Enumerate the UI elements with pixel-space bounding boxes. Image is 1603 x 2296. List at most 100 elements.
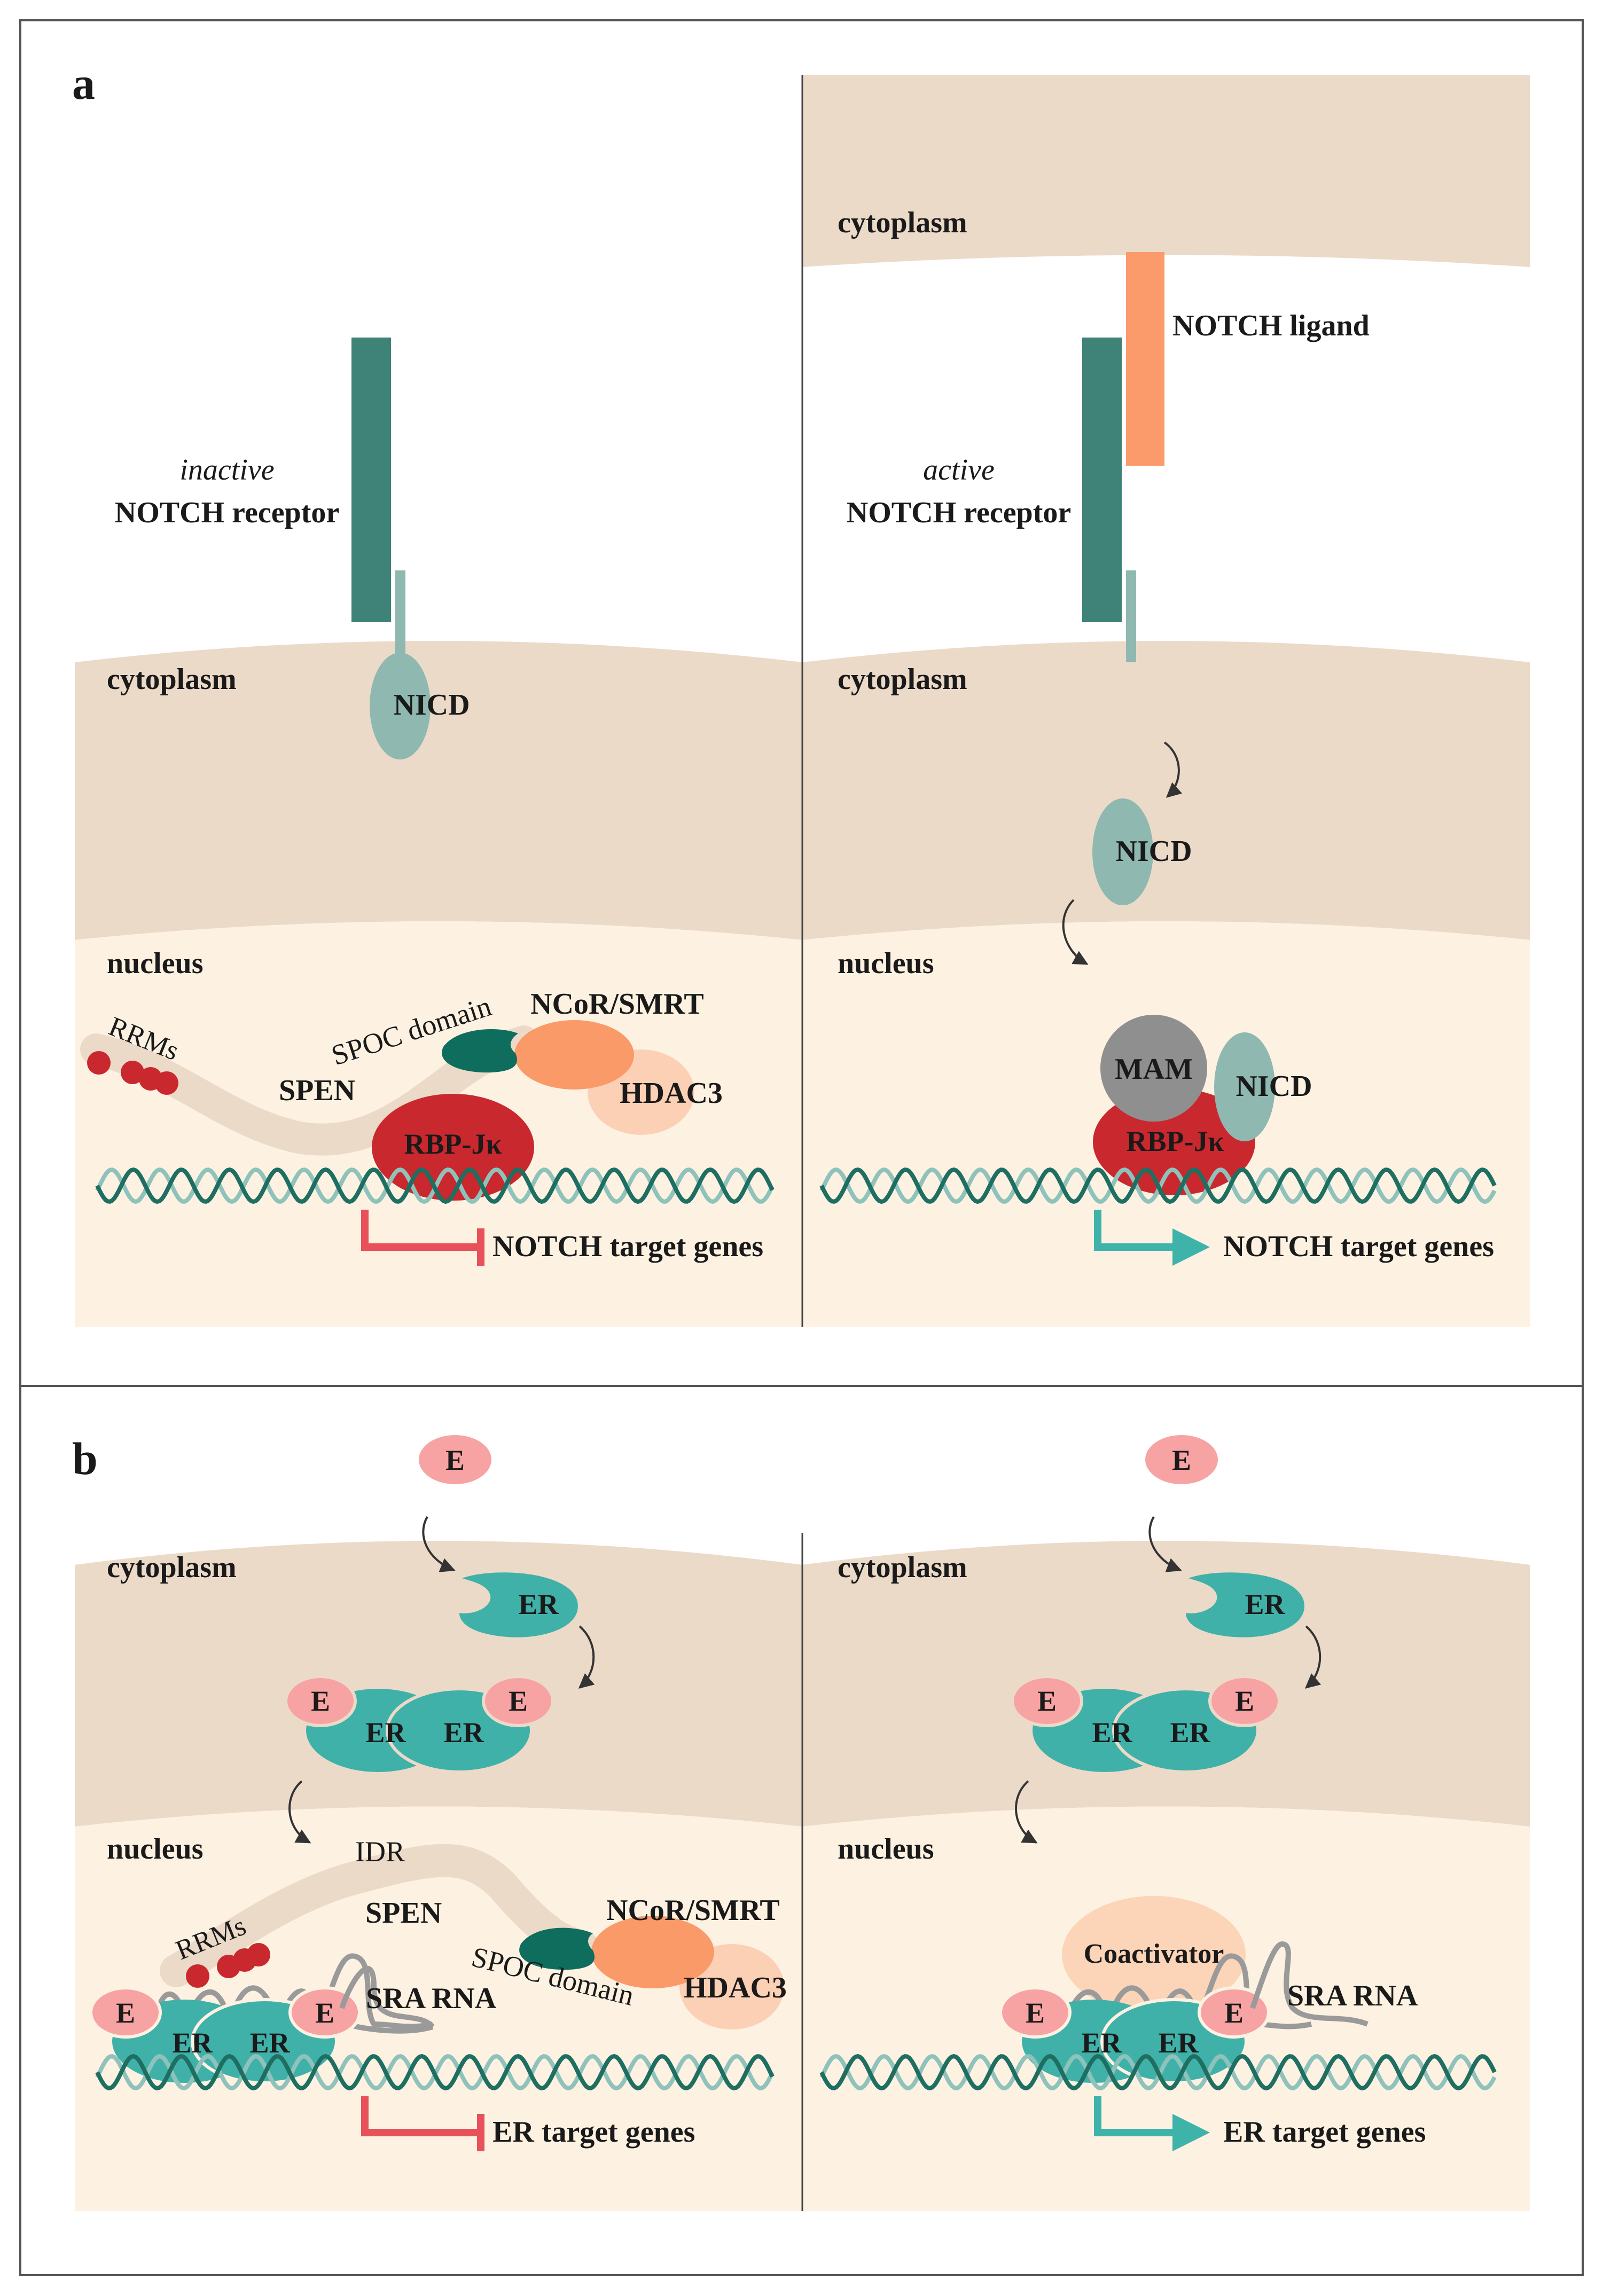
activation-arrowhead xyxy=(1172,2114,1210,2151)
dna-helix xyxy=(95,2054,775,2091)
cytoplasm-label: cytoplasm xyxy=(838,663,967,696)
dna-strand xyxy=(819,1167,1497,1204)
repression-symbol xyxy=(361,1210,484,1266)
panel-b: b cytoplasm nucleus E ER E E ER ER xyxy=(72,1433,1530,2211)
translocation-arrow xyxy=(1062,899,1089,965)
target-genes-label: NOTCH target genes xyxy=(492,1230,763,1263)
nucleus-label: nucleus xyxy=(838,1832,934,1866)
ncor-label: NCoR/SMRT xyxy=(530,988,704,1021)
notch-receptor-extracellular xyxy=(351,338,391,622)
panel-a-letter: a xyxy=(72,58,95,109)
dna-helix xyxy=(819,2054,1497,2091)
er-monomer xyxy=(459,1572,578,1637)
spen-label: SPEN xyxy=(365,1897,442,1930)
nicd-bound xyxy=(1214,1032,1275,1141)
receptor-label: NOTCH receptor xyxy=(115,496,339,529)
estrogen xyxy=(999,1986,1072,2039)
er-monomer xyxy=(1186,1572,1304,1637)
panel-a-left xyxy=(75,641,802,1327)
estrogen xyxy=(284,1675,357,1727)
rbp-jk xyxy=(372,1094,534,1201)
cytoplasm-label: cytoplasm xyxy=(107,663,237,696)
translocation-arrow xyxy=(1015,1780,1038,1844)
dimerization-arrow xyxy=(1304,1625,1322,1689)
er-label: ER xyxy=(1158,2027,1199,2059)
er-label: ER xyxy=(1092,1717,1132,1749)
coactivator-label: Coactivator xyxy=(1084,1939,1224,1969)
estrogen xyxy=(89,1986,162,2039)
hdac3-label: HDAC3 xyxy=(684,1971,787,2004)
nucleus-label: nucleus xyxy=(107,947,204,980)
estrogen-label: E xyxy=(1224,1997,1244,2029)
sra-label: SRA RNA xyxy=(1287,1979,1418,2012)
receptor-label: NOTCH receptor xyxy=(847,496,1071,529)
er-label: ER xyxy=(172,2027,213,2059)
estrogen xyxy=(419,1435,491,1484)
spoc-domain xyxy=(442,1029,518,1073)
activation-arrow xyxy=(1094,2096,1178,2136)
estrogen xyxy=(1198,1986,1270,2039)
target-genes-label: ER target genes xyxy=(492,2115,695,2149)
notch-receptor-tm xyxy=(1126,570,1136,662)
sra-rna xyxy=(339,1965,435,2029)
panel-a: a inactive NOTCH receptor NICD cytoplasm… xyxy=(72,58,1530,1327)
estrogen-label: E xyxy=(509,1685,528,1717)
er-label: ER xyxy=(1081,2027,1122,2059)
estrogen xyxy=(1145,1435,1218,1484)
dimerization-arrow xyxy=(578,1625,595,1689)
rrm-dot xyxy=(247,1943,270,1966)
nicd-label: NICD xyxy=(393,688,470,722)
panel-b-letter: b xyxy=(72,1433,98,1484)
dna-strand xyxy=(819,1167,1497,1204)
er-label: ER xyxy=(1245,1588,1285,1620)
activation-arrow xyxy=(1094,1210,1178,1251)
coactivator xyxy=(1062,1896,1246,2013)
estrogen-label: E xyxy=(116,1997,135,2029)
rbpj-label: RBP-Jκ xyxy=(1127,1125,1224,1157)
estrogen-label: E xyxy=(1172,1444,1191,1476)
nucleus-label: nucleus xyxy=(838,947,934,980)
receptor-state-label: inactive xyxy=(179,453,274,487)
release-arrow xyxy=(1163,741,1183,798)
nicd-bound-label: NICD xyxy=(1236,1070,1312,1103)
receptor-state-label: active xyxy=(923,453,995,487)
nicd-label: NICD xyxy=(1115,835,1192,868)
er-label: ER xyxy=(249,2027,290,2059)
ncor-label: NCoR/SMRT xyxy=(606,1894,780,1927)
er-dimer: E E ER ER xyxy=(284,1675,554,1774)
notch-ligand xyxy=(1126,252,1164,466)
cytoplasm-region xyxy=(75,1541,802,1827)
top-cytoplasm-region xyxy=(802,75,1530,267)
mam xyxy=(1100,1015,1207,1122)
er-label: ER xyxy=(518,1588,559,1620)
rrm-dot xyxy=(186,1964,209,1988)
estrogen-label: E xyxy=(315,1997,334,2029)
spoc-domain xyxy=(519,1927,595,1970)
activation-arrowhead xyxy=(1172,1228,1210,1266)
mam-label: MAM xyxy=(1115,1053,1193,1086)
er-label: ER xyxy=(1170,1717,1210,1749)
estrogen xyxy=(1011,1675,1083,1727)
ncor-smrt xyxy=(591,1916,714,1988)
er-label: ER xyxy=(443,1717,484,1749)
dna-helix xyxy=(819,1167,1497,1204)
cytoplasm-region xyxy=(802,1541,1530,1827)
sra-label: SRA RNA xyxy=(366,1982,497,2015)
notch-receptor-extracellular xyxy=(1082,338,1122,622)
spen-label: SPEN xyxy=(279,1074,355,1107)
sra-rna xyxy=(1250,1941,1369,2027)
estrogen xyxy=(1208,1675,1281,1727)
ncor-smrt xyxy=(514,1020,634,1090)
target-genes-label: NOTCH target genes xyxy=(1223,1230,1494,1263)
estrogen-label: E xyxy=(311,1685,330,1717)
target-genes-label: ER target genes xyxy=(1223,2115,1426,2149)
translocation-arrow xyxy=(288,1780,311,1844)
er-dimer: E E ER ER xyxy=(1011,1675,1281,1774)
nicd-released xyxy=(1092,798,1153,905)
estrogen xyxy=(482,1675,554,1727)
rbpj-label: RBP-Jκ xyxy=(404,1128,502,1160)
dna-helix xyxy=(95,1167,775,1204)
cytoplasm-region xyxy=(75,641,802,940)
estrogen-label: E xyxy=(445,1444,465,1476)
